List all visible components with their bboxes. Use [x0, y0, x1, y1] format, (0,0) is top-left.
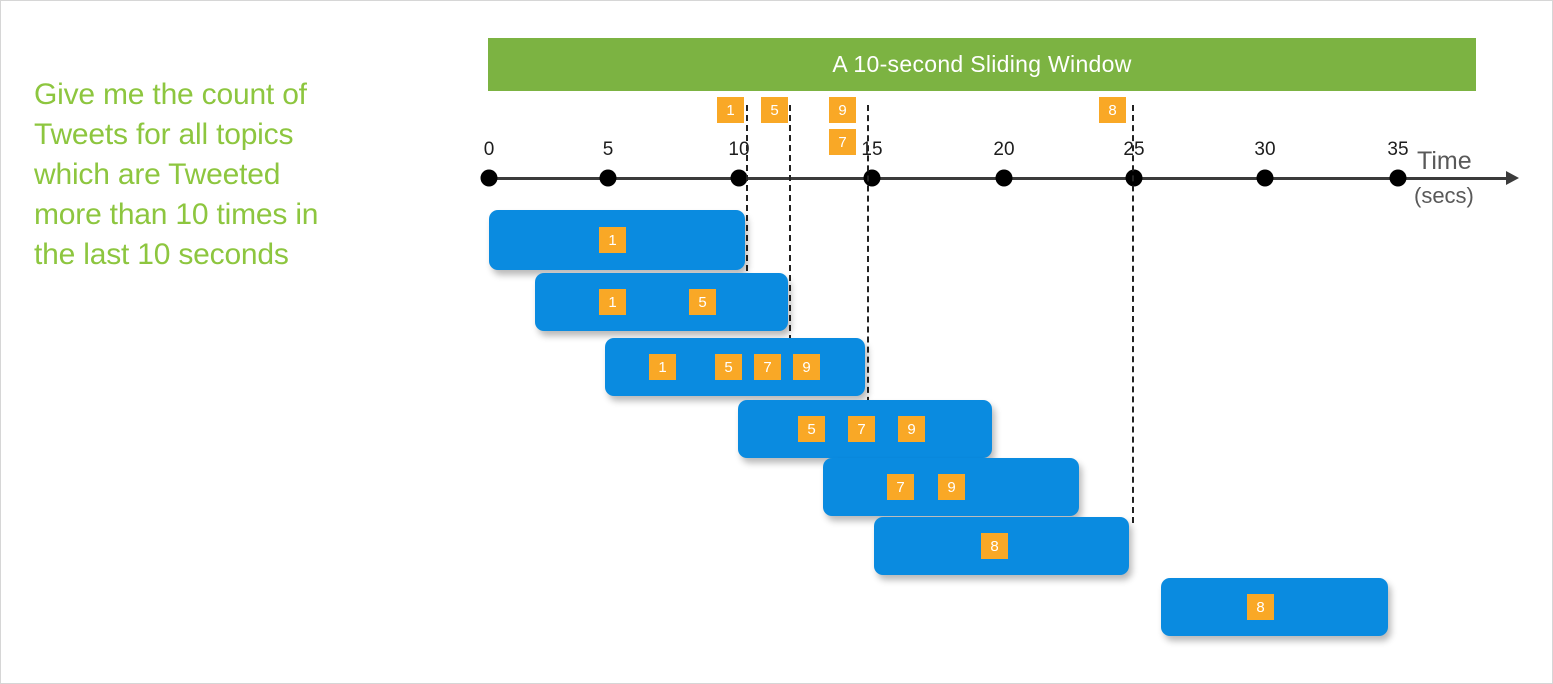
window-bar-2-badge-5: 5 — [689, 289, 716, 315]
timeline-event-badge-8-4: 8 — [1099, 97, 1126, 123]
window-bar-1-badge-1: 1 — [599, 227, 626, 253]
timeline-tick-label-10: 10 — [728, 139, 750, 160]
timeline-tick-label-35: 35 — [1387, 139, 1409, 160]
timeline-dot-10 — [730, 169, 748, 187]
timeline-event-badge-5-1: 5 — [761, 97, 788, 123]
window-bar-2 — [535, 273, 788, 331]
window-bar-5-badge-9: 9 — [938, 474, 965, 500]
window-bar-3-badge-9: 9 — [793, 354, 820, 380]
axis-label-units: (secs) — [1414, 183, 1474, 208]
axis-label-time: Time — [1417, 147, 1472, 175]
timeline-tick-label-30: 30 — [1254, 139, 1276, 160]
timeline-event-badge-9-2: 9 — [829, 97, 856, 123]
window-bar-3-badge-7: 7 — [754, 354, 781, 380]
timeline-event-badge-7-3: 7 — [829, 129, 856, 155]
window-bar-5-badge-7: 7 — [887, 474, 914, 500]
event-guide-line-2 — [867, 105, 869, 413]
timeline-dot-20 — [995, 169, 1013, 187]
window-bar-6-badge-8: 8 — [981, 533, 1008, 559]
timeline-dot-25 — [1125, 169, 1143, 187]
sliding-window-banner-label: A 10-second Sliding Window — [832, 51, 1132, 77]
window-bar-3-badge-5: 5 — [715, 354, 742, 380]
timeline-tick-label-0: 0 — [483, 139, 495, 160]
window-bar-7-badge-8: 8 — [1247, 594, 1274, 620]
window-bar-4-badge-7: 7 — [848, 416, 875, 442]
question-text: Give me the count of Tweets for all topi… — [34, 78, 319, 271]
timeline-arrow-icon — [1506, 171, 1519, 185]
timeline-dot-30 — [1256, 169, 1274, 187]
timeline-dot-35 — [1389, 169, 1407, 187]
timeline-tick-label-5: 5 — [602, 139, 614, 160]
timeline-tick-label-20: 20 — [993, 139, 1015, 160]
window-bar-7 — [1161, 578, 1388, 636]
window-bar-4-badge-9: 9 — [898, 416, 925, 442]
window-bar-2-badge-1: 1 — [599, 289, 626, 315]
timeline-tick-label-25: 25 — [1123, 139, 1145, 160]
event-guide-line-1 — [789, 105, 791, 351]
timeline-dot-5 — [599, 169, 617, 187]
sliding-window-banner: A 10-second Sliding Window — [488, 38, 1476, 91]
event-guide-line-0 — [746, 105, 748, 291]
timeline-tick-label-15: 15 — [861, 139, 883, 160]
timeline-dot-0 — [480, 169, 498, 187]
timeline-event-badge-1-0: 1 — [717, 97, 744, 123]
window-bar-3-badge-1: 1 — [649, 354, 676, 380]
event-guide-line-3 — [1132, 105, 1134, 523]
window-bar-4-badge-5: 5 — [798, 416, 825, 442]
